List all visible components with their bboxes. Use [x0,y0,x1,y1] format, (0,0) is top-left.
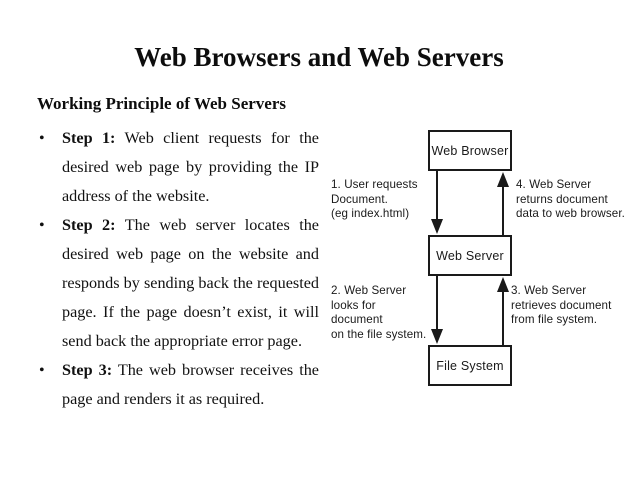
list-item: • Step 1: Web client requests for the de… [37,124,319,211]
step-body: Web client requests for the desired web … [62,129,319,205]
page-title: Web Browsers and Web Servers [134,42,504,72]
diagram-node-web-server: Web Server [428,235,512,276]
step-label: Step 2: [62,216,116,234]
edge-label-step-3: 3. Web Server retrieves document from fi… [511,284,612,326]
step-label: Step 3: [62,361,113,379]
arrow-down-icon [431,171,443,234]
node-label: Web Server [436,248,504,263]
bullet-icon: • [39,362,45,379]
edge-label-step-2: 2. Web Server looks for document on the … [331,284,427,341]
arrow-up-icon [497,277,509,345]
bullet-icon: • [39,130,45,147]
diagram-node-web-browser: Web Browser [428,130,512,171]
arrow-up-icon [497,172,509,235]
step-label: Step 1: [62,129,116,147]
node-label: Web Browser [431,143,509,158]
list-item-text: Step 2: The web server locates the desir… [62,211,319,356]
arrow-down-icon [431,276,443,344]
section-subheading: Working Principle of Web Servers [37,94,287,113]
node-label: File System [436,358,504,373]
list-item-text: Step 3: The web browser receives the pag… [62,356,319,414]
edge-label-step-4: 4. Web Server returns document data to w… [516,178,625,220]
content-column: Working Principle of Web Servers • Step … [37,93,319,414]
step-body: The web browser receives the page and re… [62,361,319,408]
diagram-node-file-system: File System [428,345,512,386]
edge-label-step-1: 1. User requests Document. (eg index.htm… [331,178,418,220]
list-item: • Step 3: The web browser receives the p… [37,356,319,414]
request-flow-diagram: Web Browser Web Server File System [330,126,638,401]
step-body: The web server locates the desired web p… [62,216,319,350]
list-item-text: Step 1: Web client requests for the desi… [62,124,319,211]
bullet-icon: • [39,217,45,234]
list-item: • Step 2: The web server locates the des… [37,211,319,356]
